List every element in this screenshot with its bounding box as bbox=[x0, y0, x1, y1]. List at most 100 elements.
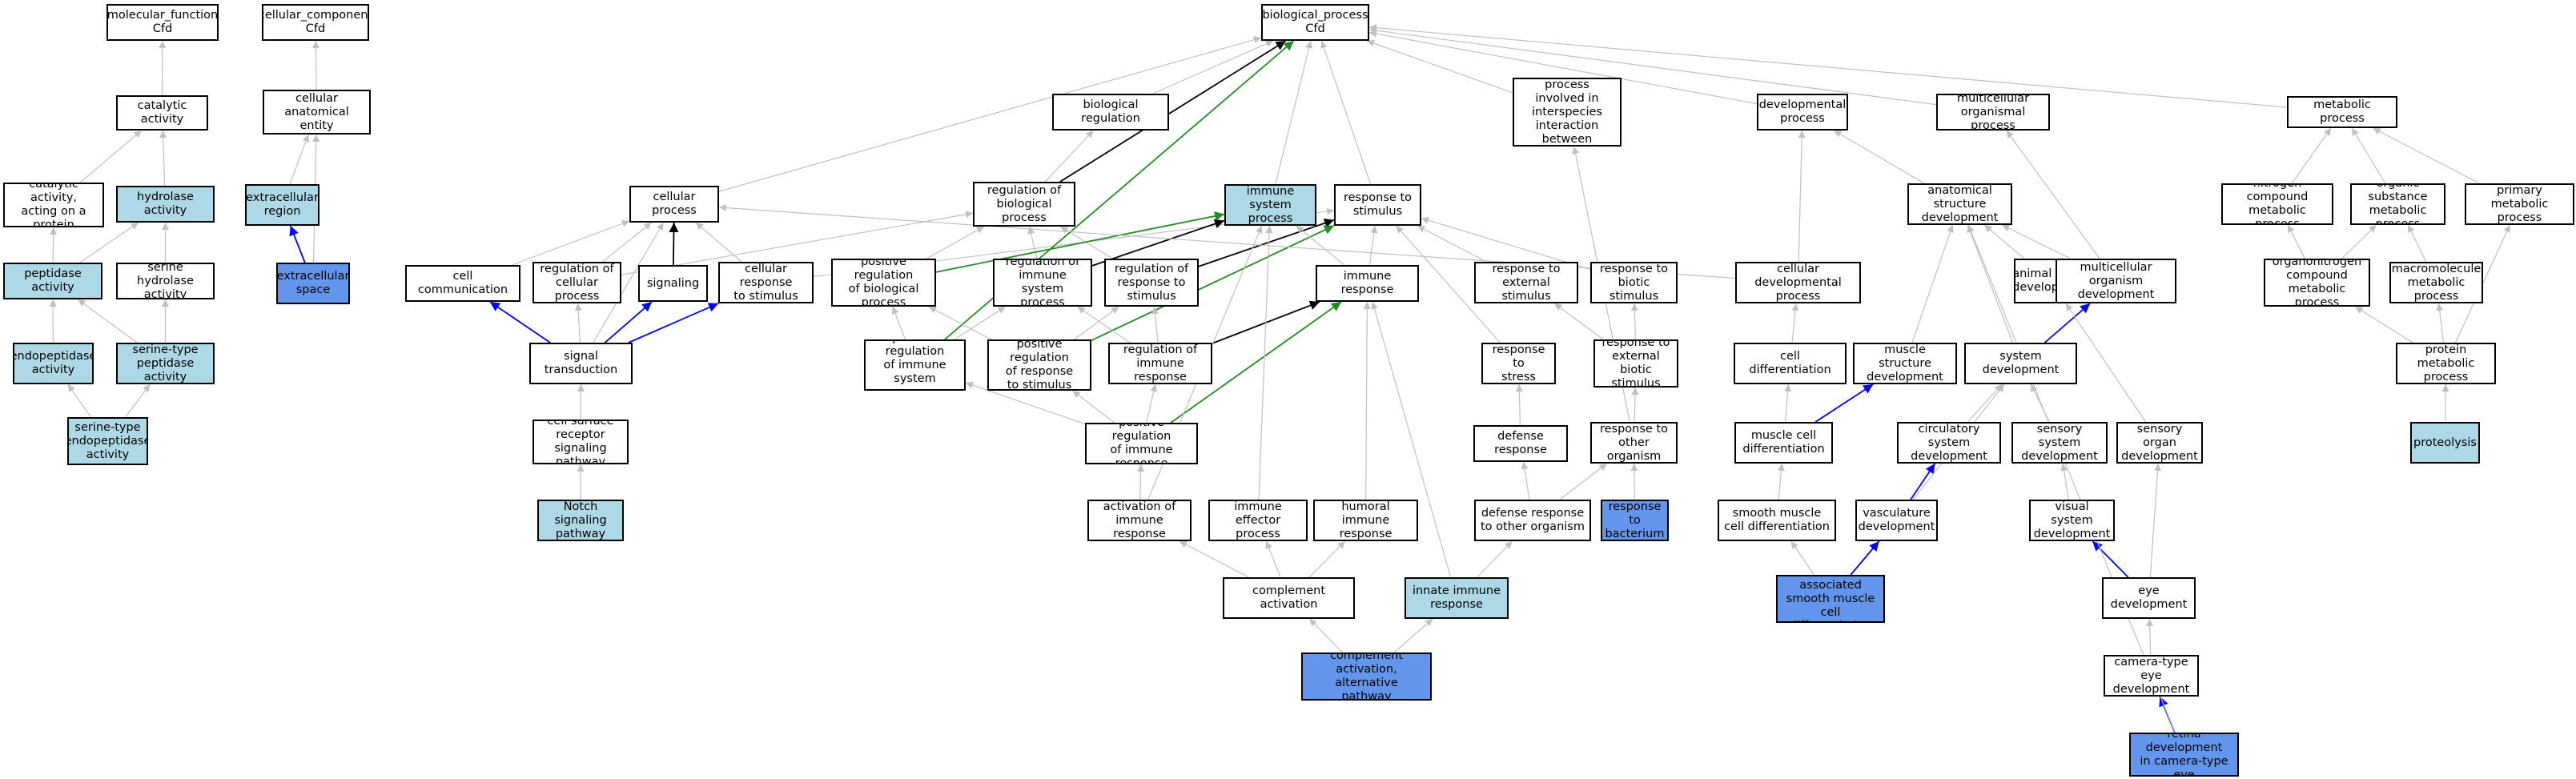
go-term-cameye-node[interactable]: camera-type eye development bbox=[2104, 655, 2199, 697]
edge-sigtrans-to-cellproc bbox=[593, 222, 665, 343]
edge-regresp-to-resp bbox=[1198, 218, 1335, 267]
go-term-bioreg-node[interactable]: biological regulation bbox=[1052, 94, 1169, 131]
go-term-mf-node[interactable]: molecular_function Cfd bbox=[106, 4, 219, 41]
go-term-eyedev-node[interactable]: eye development bbox=[2102, 577, 2196, 619]
go-term-regcp-node[interactable]: regulation of cellular process bbox=[532, 262, 621, 303]
go-term-posregresp-node[interactable]: positive regulation of response to stimu… bbox=[987, 339, 1091, 391]
go-term-smcd-node[interactable]: smooth muscle cell differentiation bbox=[1718, 500, 1836, 541]
go-term-catalytic-node[interactable]: catalytic activity bbox=[116, 95, 208, 131]
go-term-endopep-node[interactable]: endopeptidase activity bbox=[13, 343, 94, 384]
go-term-sysdev-node[interactable]: system development bbox=[1964, 343, 2077, 384]
edge-sigtrans-to-cellresp bbox=[628, 303, 719, 343]
edge-protmet-to-macro bbox=[2436, 303, 2445, 343]
go-term-respstress-node[interactable]: response to stress bbox=[1481, 343, 1556, 384]
edge-posregresp-to-regresp bbox=[1074, 306, 1119, 340]
edge-ncmp-to-metabolic bbox=[2291, 127, 2332, 184]
go-term-posregbp-node[interactable]: positive regulation of biological proces… bbox=[831, 259, 936, 307]
go-term-respbact-node[interactable]: response to bacterium bbox=[1601, 500, 1669, 541]
go-term-compalt-node[interactable]: complement activation, alternative pathw… bbox=[1301, 653, 1432, 701]
edge-sigtrans-to-cellcomm bbox=[489, 301, 551, 343]
go-term-regims-node[interactable]: regulation of immune system process bbox=[993, 259, 1092, 307]
go-term-defresp-node[interactable]: defense response bbox=[1473, 425, 1568, 462]
edge-immresp-to-immsys bbox=[1296, 225, 1345, 266]
go-term-posregims-node[interactable]: positive regulation of immune system pro… bbox=[864, 339, 966, 391]
go-term-cae-node[interactable]: cellular anatomical entity bbox=[263, 90, 371, 135]
go-term-actimm-node[interactable]: activation of immune response bbox=[1087, 500, 1192, 541]
go-term-celldiff-node[interactable]: cell differentiation bbox=[1734, 343, 1847, 384]
go-term-vissys-node[interactable]: visual system development bbox=[2029, 500, 2115, 541]
edge-innate-to-defother bbox=[1477, 540, 1513, 578]
go-term-imeff-node[interactable]: immune effector process bbox=[1208, 500, 1308, 541]
go-term-respbio-node[interactable]: response to biotic stimulus bbox=[1590, 262, 1678, 303]
go-term-asd-node[interactable]: anatomical structure development bbox=[1907, 183, 2012, 225]
go-term-defother-node[interactable]: defense response to other organism bbox=[1474, 500, 1591, 541]
go-term-csrsp-node[interactable]: cell surface receptor signaling pathway bbox=[532, 420, 629, 464]
go-term-immresp-node[interactable]: immune response bbox=[1316, 265, 1419, 302]
go-term-respextbio-node[interactable]: response to external biotic stimulus bbox=[1593, 339, 1678, 387]
go-term-extreg-node[interactable]: extracellular region bbox=[245, 184, 319, 226]
go-term-respext-node[interactable]: response to external stimulus bbox=[1474, 262, 1578, 303]
go-term-celldevproc-node[interactable]: cellular developmental process bbox=[1735, 262, 1861, 303]
go-term-compact-node[interactable]: complement activation bbox=[1223, 577, 1355, 619]
go-term-retina-node[interactable]: retina development in camera-type eye bbox=[2129, 733, 2239, 777]
go-term-metabolic-node[interactable]: metabolic process bbox=[2287, 96, 2397, 128]
go-term-multicell-node[interactable]: multicellular organismal process bbox=[1936, 94, 2050, 131]
go-term-ncmp-node[interactable]: nitrogen compound metabolic process bbox=[2221, 183, 2333, 225]
edge-posregimmresp-to-posregims bbox=[965, 381, 1086, 425]
go-term-extspace-node[interactable]: extracellular space bbox=[276, 263, 350, 304]
edge-respextbio-to-respbio bbox=[1630, 303, 1638, 340]
go-term-respother-node[interactable]: response to other organism bbox=[1590, 422, 1678, 464]
go-term-peptidase-node[interactable]: peptidase activity bbox=[3, 263, 102, 299]
go-term-sensorg-node[interactable]: sensory organ development bbox=[2116, 422, 2203, 464]
edge-posregimmresp-to-regimmresp bbox=[1146, 383, 1158, 424]
go-term-resp-node[interactable]: response to stimulus bbox=[1334, 184, 1421, 226]
edge-sigtrans-to-signaling bbox=[604, 301, 653, 343]
go-term-vasm-node[interactable]: vascular associated smooth muscle cell d… bbox=[1776, 575, 1885, 623]
go-term-signaling-node[interactable]: signaling bbox=[638, 265, 708, 302]
go-term-innate-node[interactable]: innate immune response bbox=[1405, 577, 1509, 619]
go-term-hydrolase-node[interactable]: hydrolase activity bbox=[116, 186, 215, 223]
go-term-cellresp-node[interactable]: cellular response to stimulus bbox=[718, 262, 814, 303]
go-term-oncmp-node[interactable]: organonitrogen compound metabolic proces… bbox=[2264, 259, 2370, 307]
go-term-regresp-node[interactable]: regulation of response to stimulus bbox=[1104, 259, 1199, 307]
go-term-osmp-node[interactable]: organic substance metabolic process bbox=[2350, 183, 2445, 225]
edge-asd-to-devproc bbox=[1833, 130, 1925, 184]
go-term-catprot-node[interactable]: catalytic activity, acting on a protein bbox=[3, 183, 104, 227]
go-term-mcod-node[interactable]: multicellular organism development bbox=[2056, 259, 2176, 303]
go-term-interspecies-node[interactable]: biological process involved in interspec… bbox=[1513, 78, 1622, 147]
edge-mcod-to-multicell bbox=[2006, 130, 2100, 259]
go-term-musdev-node[interactable]: muscle structure development bbox=[1853, 343, 1957, 384]
go-term-notch-node[interactable]: Notch signaling pathway bbox=[537, 500, 624, 541]
go-term-posregimmresp-node[interactable]: positive regulation of immune response bbox=[1085, 423, 1198, 464]
go-term-humoral-node[interactable]: humoral immune response bbox=[1313, 500, 1418, 541]
edge-posregbp-to-regbp bbox=[926, 226, 985, 259]
edge-vasm-to-vascdev bbox=[1850, 540, 1880, 576]
go-term-pmp-node[interactable]: primary metabolic process bbox=[2465, 183, 2574, 225]
edge-metabolic-to-bp bbox=[1368, 24, 2288, 108]
go-term-serendo-node[interactable]: serine-type endopeptidase activity bbox=[67, 417, 148, 465]
edge-immsys-to-bp bbox=[1275, 40, 1313, 185]
go-term-serhyd-node[interactable]: serine hydrolase activity bbox=[116, 263, 215, 299]
go-term-circ-node[interactable]: circulatory system development bbox=[1897, 422, 2001, 464]
edge-respextbio-to-respext bbox=[1553, 303, 1604, 340]
go-term-regimmresp-node[interactable]: regulation of immune response bbox=[1108, 343, 1212, 384]
go-term-cellcomm-node[interactable]: cell communication bbox=[405, 265, 520, 302]
go-term-immsys-node[interactable]: immune system process bbox=[1224, 184, 1316, 226]
go-term-serpep-node[interactable]: serine-type peptidase activity bbox=[116, 343, 215, 384]
edge-animorg-to-asd bbox=[1983, 224, 2025, 259]
go-term-proteolysis-node[interactable]: proteolysis bbox=[2410, 422, 2480, 464]
go-term-macro-node[interactable]: macromolecule metabolic process bbox=[2389, 262, 2483, 303]
edge-bioreg-to-bp bbox=[1152, 40, 1274, 94]
go-term-regbp-node[interactable]: regulation of biological process bbox=[973, 182, 1075, 227]
go-term-muscdiff-node[interactable]: muscle cell differentiation bbox=[1734, 422, 1833, 464]
edge-respbio-to-resp bbox=[1421, 216, 1591, 271]
go-term-vascdev-node[interactable]: vasculature development bbox=[1855, 500, 1938, 541]
go-term-protmet-node[interactable]: protein metabolic process bbox=[2396, 343, 2496, 384]
go-term-bp-node[interactable]: biological_process Cfd bbox=[1261, 4, 1369, 41]
go-term-sigtrans-node[interactable]: signal transduction bbox=[529, 343, 633, 384]
go-term-cellproc-node[interactable]: cellular process bbox=[629, 186, 719, 223]
go-term-sensys-node[interactable]: sensory system development bbox=[2011, 422, 2108, 464]
go-term-cc-node[interactable]: cellular_component Cfd bbox=[262, 4, 369, 41]
edge-compact-to-humoral bbox=[1308, 540, 1346, 578]
go-term-devproc-node[interactable]: developmental process bbox=[1757, 94, 1848, 131]
